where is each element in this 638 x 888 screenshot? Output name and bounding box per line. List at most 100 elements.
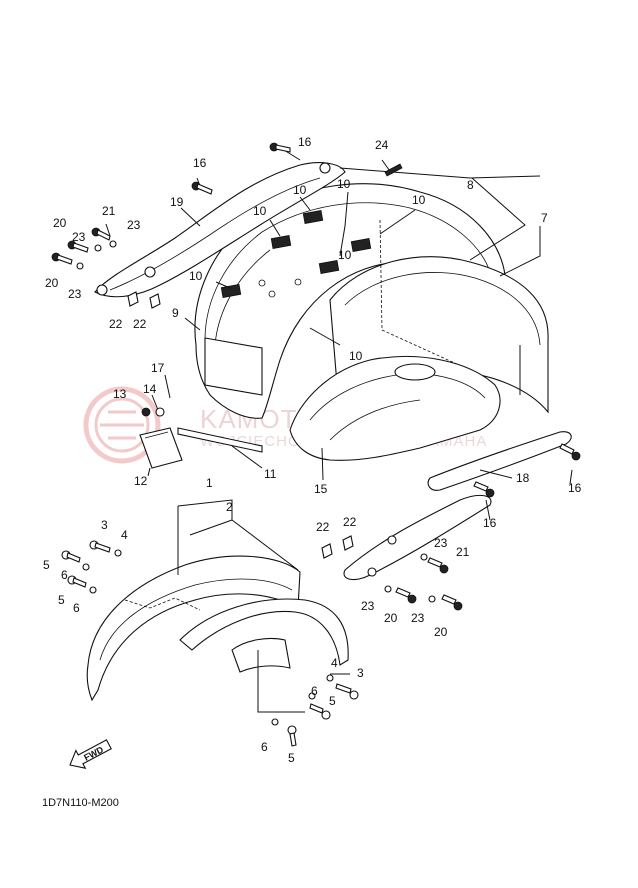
bolt-3-left [89,540,111,553]
callout-16-upper-left: 16 [193,156,207,170]
bolt-16-mid-right [473,481,495,498]
bolt-20-a [51,252,73,265]
watermark-logo [83,386,161,464]
callout-10-e: 10 [338,248,352,262]
callout-5-c: 5 [329,694,336,708]
callout-22-b: 22 [133,317,147,331]
callout-12: 12 [134,474,148,488]
callout-20-b: 20 [45,276,59,290]
callout-20-a: 20 [53,216,67,230]
pad-10-c [318,260,340,274]
front-fender-stay [179,598,349,666]
bolt-21-lower [427,557,449,574]
callout-20-d: 20 [434,625,448,639]
callout-6-c: 6 [311,684,318,698]
washer-4-right [326,674,334,682]
pad-10-b [302,210,324,224]
washer-23-b [76,262,84,270]
bolt-5-c [309,703,331,720]
pad-10-d [350,238,372,252]
fasteners [51,142,581,747]
collar-22-c [321,543,333,559]
callout-16-mid: 16 [483,516,497,530]
callout-18: 18 [516,471,530,485]
reflector [139,427,183,469]
callout-23-d: 23 [434,536,448,550]
pad-10-a [270,235,292,249]
collar-22-d [342,535,354,551]
washer-14 [155,407,165,417]
side-cover-right-upper [427,431,572,491]
fwd-arrow-icon [69,739,112,769]
grab-rail-left [94,162,346,298]
callout-2: 2 [226,500,233,514]
callout-14: 14 [143,382,157,396]
washer-23-d [420,553,428,561]
callout-5-d: 5 [288,751,295,765]
collar-22-b [149,293,161,309]
callout-10-b: 10 [337,177,351,191]
bolt-5-a [61,550,81,563]
callout-11: 11 [264,467,277,481]
callout-1: 1 [206,476,213,490]
bolt-13 [141,407,151,417]
callout-16-top: 16 [298,135,312,149]
washer-23-f [428,595,436,603]
callout-24: 24 [375,138,389,152]
forward-direction-arrow: FWD [69,739,112,769]
callout-4-right: 4 [331,656,338,670]
bolt-21 [91,227,111,241]
callout-20-c: 20 [384,611,398,625]
callout-4-left: 4 [121,528,128,542]
washer-6-d [271,718,279,726]
washer-23-e [384,585,392,593]
pad-10-e [220,284,242,298]
bolt-3-right [335,683,359,700]
callout-23-e: 23 [361,599,375,613]
callout-17: 17 [151,361,165,375]
washer-23-a [109,240,117,248]
callout-6-d: 6 [261,740,268,754]
front-fender-assembly [86,555,349,702]
callout-22-d: 22 [343,515,357,529]
bolt-20-b [67,240,89,253]
bolt-5-b [67,575,87,588]
washer-23-c [94,244,102,252]
front-fender [86,555,301,702]
callout-10-g: 10 [349,349,363,363]
washer-6-a [82,563,90,571]
washer-4-left [114,549,122,557]
washer-6-c [308,692,316,700]
callout-6-b: 6 [73,601,80,615]
callout-21-a: 21 [102,204,116,218]
callout-21-b: 21 [456,545,470,559]
washer-6-b [89,586,97,594]
callout-23-a: 23 [127,218,141,232]
leader-lines [105,149,573,713]
bolt-5-d [287,725,297,747]
license-plate-bracket [204,337,263,396]
callout-10-a: 10 [293,183,307,197]
fender-inner-seat-base [289,355,501,461]
callout-3-right: 3 [357,666,364,680]
bolt-20-c [395,587,417,604]
callout-23-f: 23 [411,611,425,625]
callout-23-c: 23 [68,287,82,301]
callout-22-a: 22 [109,317,123,331]
callout-16-right: 16 [568,481,582,495]
bolt-24 [384,163,403,177]
bolt-16-top [269,142,291,153]
callout-5-a: 5 [43,558,50,572]
callout-10-d: 10 [412,193,426,207]
callout-15: 15 [314,482,328,496]
collar-22-a [127,291,139,307]
callout-19: 19 [170,195,184,209]
callout-9: 9 [172,306,179,320]
callout-22-c: 22 [316,520,330,534]
callout-5-b: 5 [58,593,65,607]
callout-10-c: 10 [253,204,267,218]
bolt-20-d [441,594,463,611]
callout-8: 8 [467,178,474,192]
